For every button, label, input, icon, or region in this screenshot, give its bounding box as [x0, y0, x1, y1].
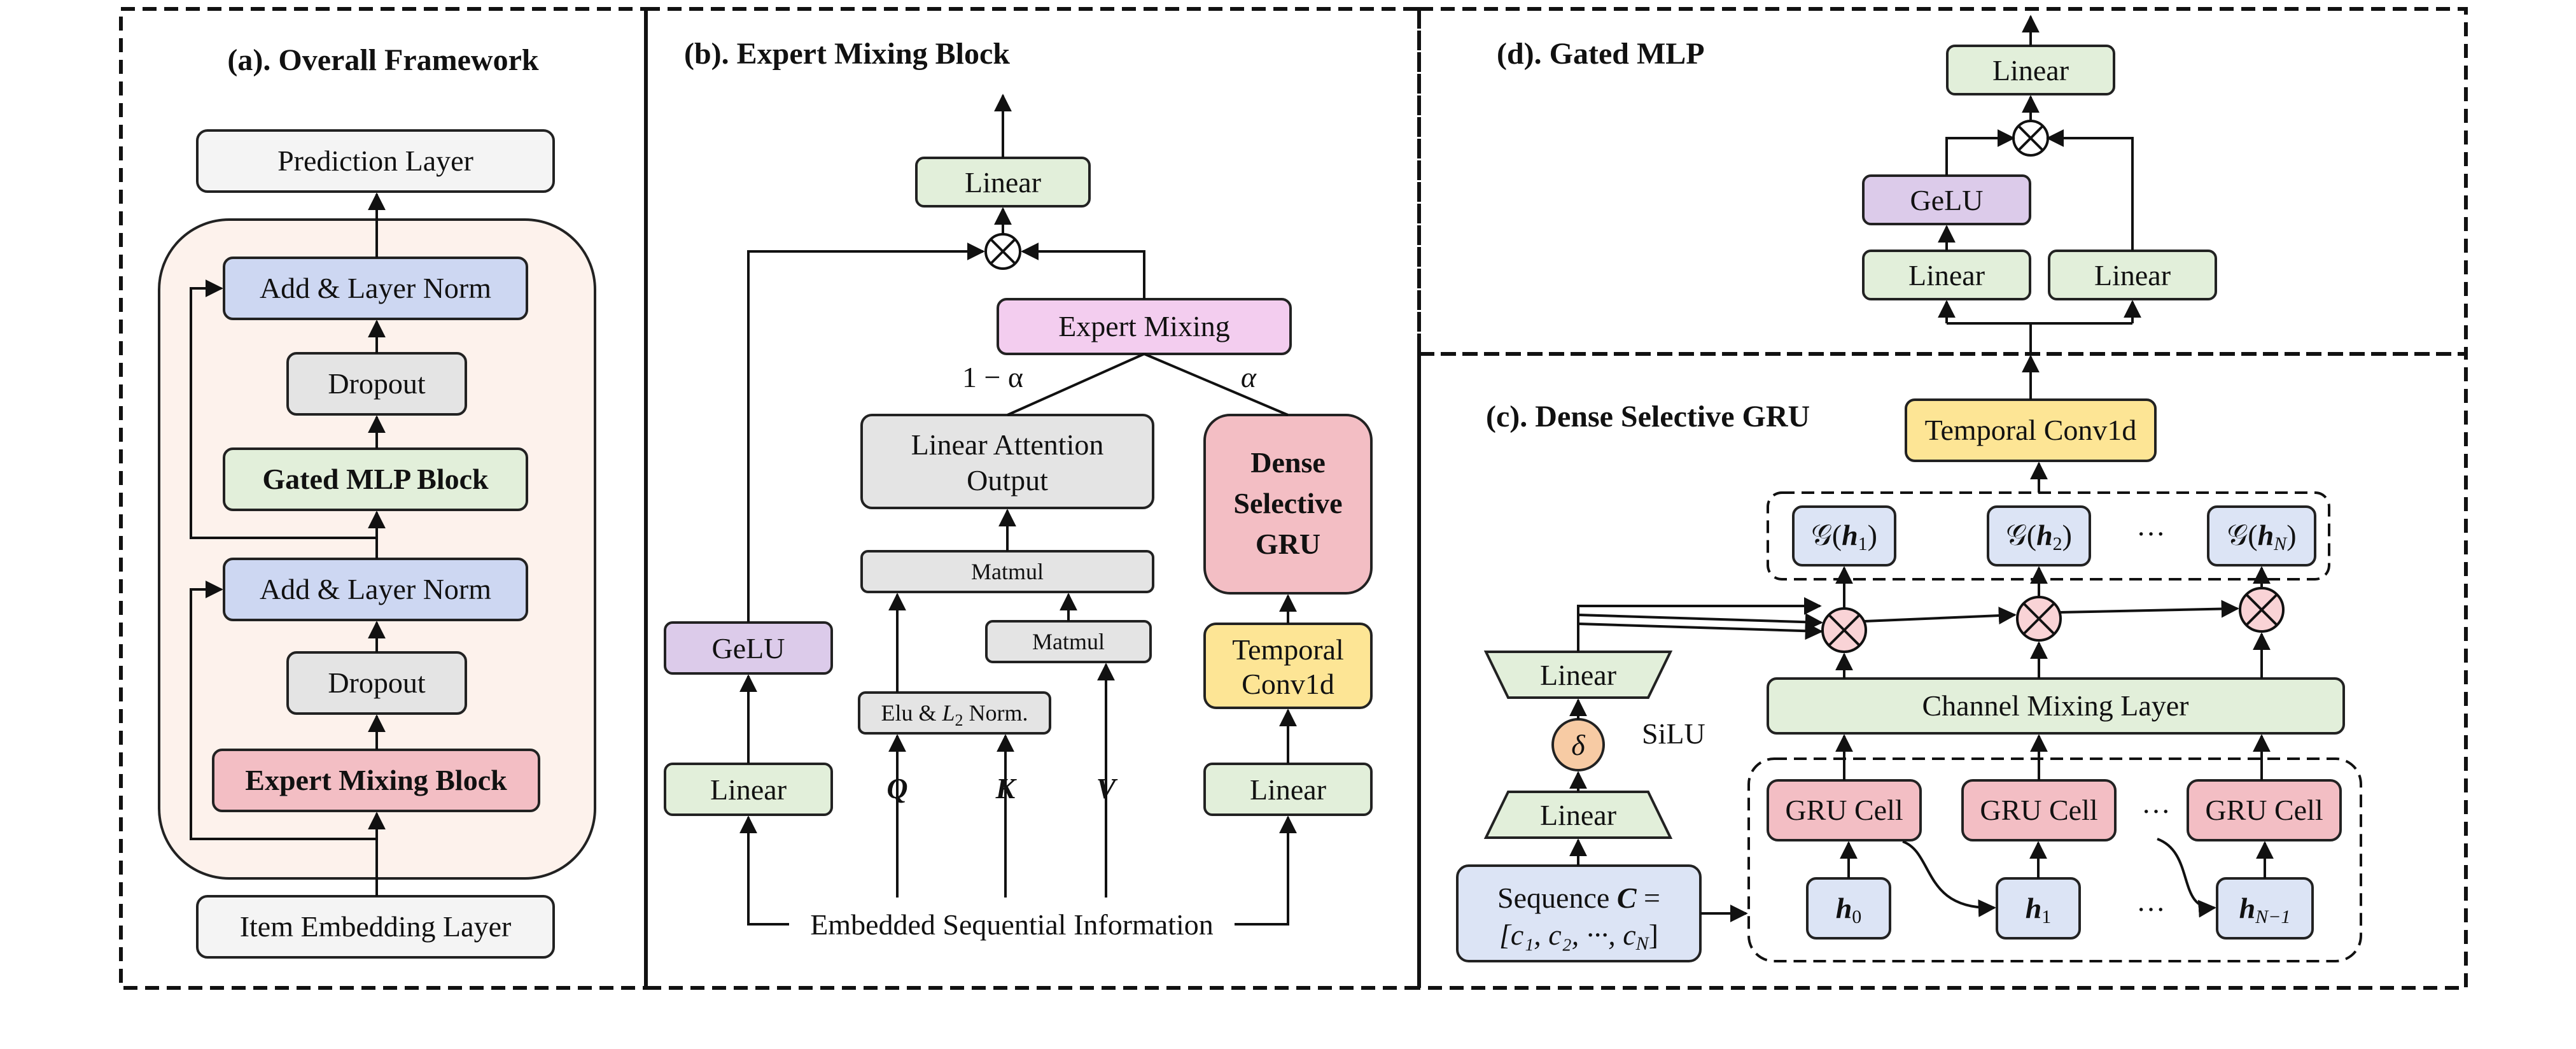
- g-outputs-container: [1767, 491, 2330, 581]
- panel-b-title: (b). Expert Mixing Block: [684, 37, 1010, 71]
- c-multiply-node-1: [1821, 607, 1867, 653]
- g-hN-label: 𝒢(hN): [2227, 519, 2296, 554]
- b-multiply-node: [984, 233, 1021, 270]
- gru-cell-3-box: [2187, 779, 2342, 841]
- panel-a-connectors: [190, 192, 386, 896]
- gated-mlp-block-label: Gated MLP Block: [262, 463, 489, 495]
- gru-cell-1-label: GRU Cell: [1785, 794, 1903, 826]
- g-h2-box: [1987, 505, 2091, 567]
- g-hN-box: [2207, 505, 2316, 567]
- embedded-info-label: Embedded Sequential Information: [810, 908, 1214, 941]
- elu-norm-box: [858, 691, 1051, 735]
- panel-d-connectors: [1938, 15, 2141, 354]
- dense-label-1: Dense: [1250, 446, 1326, 479]
- dropout-bottom-label: Dropout: [328, 666, 426, 699]
- b-temporal-label-2: Conv1d: [1242, 668, 1334, 700]
- b-temporal-label-1: Temporal: [1232, 633, 1344, 666]
- dropout-top-label: Dropout: [328, 367, 426, 400]
- add-norm-bottom-label: Add & Layer Norm: [260, 573, 491, 605]
- d-gelu-label: GeLU: [1910, 184, 1984, 216]
- one-minus-alpha-label: 1 − α: [962, 361, 1023, 393]
- gru-container: [1747, 757, 2362, 962]
- channel-mixing-box: [1767, 677, 2345, 735]
- frame-panel-a: [119, 7, 648, 990]
- d-linear-right-label: Linear: [2094, 259, 2171, 292]
- panel-a-title: (a). Overall Framework: [227, 43, 538, 77]
- g-h2-label: 𝒢(h2): [2006, 519, 2072, 554]
- frame-panel-b: [644, 7, 1421, 990]
- panel-c-connectors: [1569, 355, 2274, 922]
- b-linear-right-label: Linear: [1250, 773, 1326, 806]
- c-linear-upper-label: Linear: [1540, 659, 1616, 691]
- c-linear-upper-trapezoid: [1483, 651, 1673, 699]
- matmul-right-label: Matmul: [1032, 629, 1105, 654]
- gru-cell-3-label: GRU Cell: [2205, 794, 2323, 826]
- gru-cell-2-label: GRU Cell: [1980, 794, 2097, 826]
- dense-label-2: Selective: [1233, 487, 1342, 519]
- c-linear-lower-label: Linear: [1540, 799, 1616, 831]
- c-linear-lower-trapezoid: [1483, 791, 1673, 839]
- linear-attention-label-1: Linear Attention: [911, 428, 1104, 461]
- d-multiply-node: [2012, 120, 2049, 157]
- expert-mixing-label: Expert Mixing: [1058, 310, 1230, 342]
- silu-label: SiLU: [1642, 717, 1705, 750]
- h1-label: h1: [2026, 892, 2052, 927]
- gru-ellipsis: ···: [2141, 795, 2171, 827]
- g-ellipsis: ···: [2136, 517, 2166, 550]
- h-ellipsis: ···: [2136, 893, 2166, 926]
- b-linear-left-label: Linear: [710, 773, 787, 806]
- c-multiply-node-3: [2239, 587, 2285, 633]
- linear-attention-label-2: Output: [967, 464, 1048, 496]
- b-gelu-label: GeLU: [712, 632, 785, 665]
- item-embedding-label: Item Embedding Layer: [240, 910, 512, 943]
- sequence-label-1: Sequence C =: [1497, 882, 1660, 914]
- c-temporal-label: Temporal Conv1d: [1925, 414, 2137, 446]
- elu-norm-label: Elu & L2 Norm.: [881, 700, 1028, 729]
- c-multiply-node-2: [2016, 596, 2062, 642]
- b-linear-top-label: Linear: [965, 166, 1041, 199]
- alpha-label: α: [1241, 361, 1257, 393]
- d-linear-top-label: Linear: [1992, 54, 2069, 87]
- dense-label-3: GRU: [1256, 528, 1320, 560]
- d-linear-left-label: Linear: [1908, 259, 1985, 292]
- delta-label: δ: [1571, 729, 1585, 761]
- sequence-label-2: [c₁, c₂, ···, cN]: [1499, 919, 1658, 954]
- frame-panel-c: [1417, 352, 2468, 990]
- expert-mixing-block-label: Expert Mixing Block: [245, 764, 507, 796]
- panel-d-title: (d). Gated MLP: [1497, 37, 1705, 71]
- channel-mixing-label: Channel Mixing Layer: [1922, 689, 2188, 722]
- prediction-layer-label: Prediction Layer: [277, 144, 473, 177]
- panel-c-title: (c). Dense Selective GRU: [1486, 400, 1810, 433]
- prediction-layer-box: [196, 129, 555, 193]
- hN1-label: hN−1: [2239, 892, 2291, 927]
- panel-b-connectors: [739, 94, 1297, 926]
- matmul-top-label: Matmul: [971, 559, 1044, 584]
- g-h1-box: [1792, 505, 1896, 567]
- add-norm-top-label: Add & Layer Norm: [260, 272, 491, 304]
- g-h1-label: 𝒢(h1): [1811, 519, 1877, 554]
- h0-label: h0: [1836, 892, 1862, 927]
